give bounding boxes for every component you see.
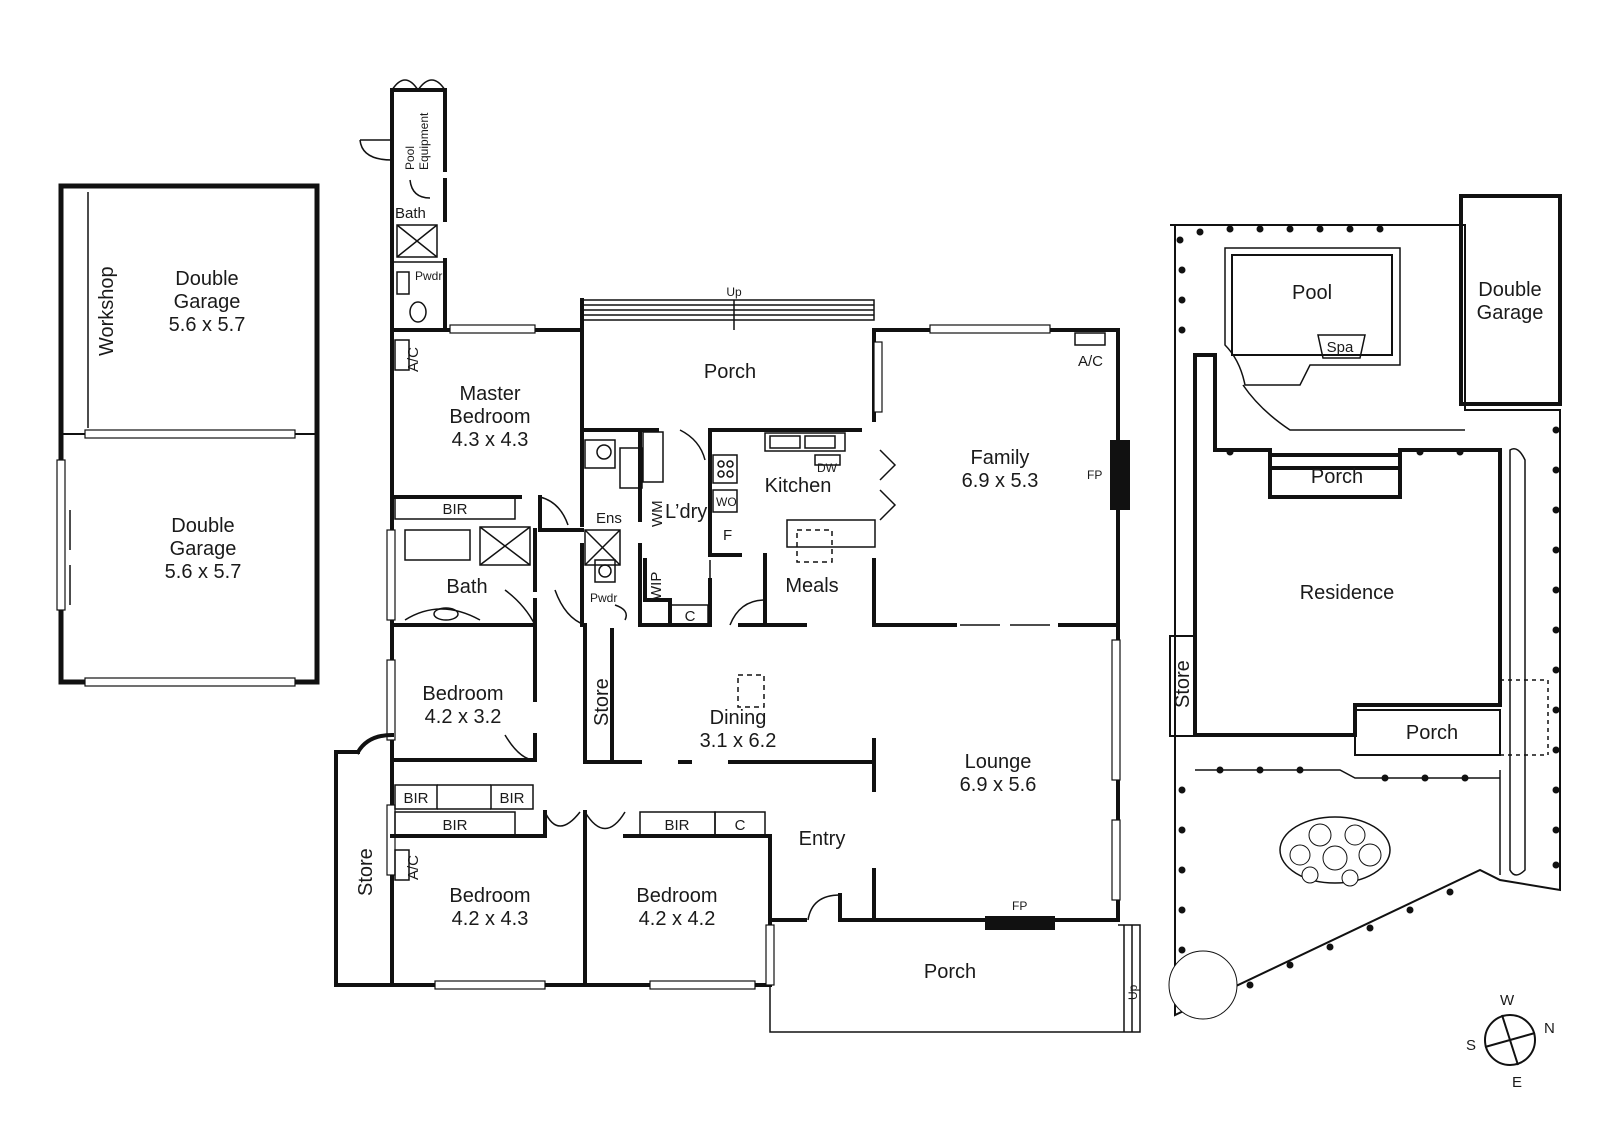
compass-w: W xyxy=(1500,992,1515,1009)
bedroom-ac-label: A/C xyxy=(405,855,422,880)
site-perimeter-dots xyxy=(1176,225,1560,989)
small-pwdr-label: Pwdr xyxy=(415,269,442,283)
residence-label: Residence xyxy=(1300,582,1395,604)
spa-label: Spa xyxy=(1327,339,1354,356)
lounge-dims: 6.9 x 5.6 xyxy=(960,774,1037,796)
store-left-label: Store xyxy=(355,848,377,896)
compass-n: N xyxy=(1544,1020,1555,1037)
bedroom3-dims: 4.2 x 4.3 xyxy=(452,908,529,930)
bir-b-label: BIR xyxy=(499,790,524,807)
bedroom-c-label: C xyxy=(735,817,746,834)
double-garage-bottom-label-2: Garage xyxy=(170,538,237,560)
porch-top-up-label: Up xyxy=(726,285,742,299)
pwdr-label: Pwdr xyxy=(590,591,617,605)
fridge-label: F xyxy=(723,527,732,544)
master-ac-label: A/C xyxy=(405,347,422,372)
store-mid-label: Store xyxy=(591,678,613,726)
garage-block: Workshop Double Garage 5.6 x 5.7 Double … xyxy=(56,183,320,687)
house-plan: Pool Equipment Bath Pwdr Up Porch A/C Ma… xyxy=(334,79,1141,1033)
lounge-label: Lounge xyxy=(965,751,1032,773)
family-fp-label: FP xyxy=(1087,468,1102,482)
site-plan: Double Garage Pool Spa Porch Residence S… xyxy=(1168,194,1562,1091)
meals-label: Meals xyxy=(785,575,838,597)
master-bedroom-dims: 4.3 x 4.3 xyxy=(452,429,529,451)
bedroom2-dims: 4.2 x 3.2 xyxy=(425,706,502,728)
pool-label: Pool xyxy=(1292,282,1332,304)
wip-label: WIP xyxy=(648,572,665,600)
site-garage-label-2: Garage xyxy=(1477,302,1544,324)
compass-icon: W S N E xyxy=(1466,992,1555,1091)
double-garage-bottom-label-1: Double xyxy=(171,515,234,537)
site-porch-top-label: Porch xyxy=(1311,466,1363,488)
wm-label: WM xyxy=(649,500,666,527)
dw-label: DW xyxy=(817,461,838,475)
pool-equipment-label-2: Equipment xyxy=(417,112,431,170)
family-dims: 6.9 x 5.3 xyxy=(962,470,1039,492)
shrub-cluster xyxy=(1289,823,1382,887)
site-garage-label-1: Double xyxy=(1478,279,1541,301)
porch-bottom-label: Porch xyxy=(924,961,976,983)
small-bath-label: Bath xyxy=(395,205,426,222)
kitchen-label: Kitchen xyxy=(765,475,832,497)
site-store-label: Store xyxy=(1172,660,1194,708)
double-garage-top-label-1: Double xyxy=(175,268,238,290)
wo-label: WO xyxy=(716,495,737,509)
site-porch-bottom-label: Porch xyxy=(1406,722,1458,744)
ens-label: Ens xyxy=(596,510,622,527)
compass-e: E xyxy=(1512,1074,1522,1091)
master-bedroom-label-1: Master xyxy=(459,383,520,405)
porch-bottom-up-label: Up xyxy=(1126,984,1140,1000)
lounge-fp-label: FP xyxy=(1012,899,1027,913)
double-garage-top-dims: 5.6 x 5.7 xyxy=(169,314,246,336)
dining-label: Dining xyxy=(710,707,767,729)
bedroom4-label: Bedroom xyxy=(636,885,717,907)
family-label: Family xyxy=(971,447,1030,469)
double-garage-bottom-dims: 5.6 x 5.7 xyxy=(165,561,242,583)
family-ac-label: A/C xyxy=(1078,353,1103,370)
bath-label: Bath xyxy=(446,576,487,598)
entry-label: Entry xyxy=(799,828,846,850)
bedroom2-label: Bedroom xyxy=(422,683,503,705)
master-bir-label: BIR xyxy=(442,501,467,518)
laundry-c-label: C xyxy=(685,608,696,625)
compass-s: S xyxy=(1466,1037,1476,1054)
laundry-label: L’dry xyxy=(665,501,707,523)
workshop-label: Workshop xyxy=(96,266,118,356)
bir-d-label: BIR xyxy=(664,817,689,834)
porch-top-label: Porch xyxy=(704,361,756,383)
bedroom3-label: Bedroom xyxy=(449,885,530,907)
bir-c-label: BIR xyxy=(442,817,467,834)
pool-equipment-label-1: Pool xyxy=(403,146,417,170)
double-garage-top-label-2: Garage xyxy=(174,291,241,313)
dining-dims: 3.1 x 6.2 xyxy=(700,730,777,752)
master-bedroom-label-2: Bedroom xyxy=(449,406,530,428)
bir-a-label: BIR xyxy=(403,790,428,807)
bedroom4-dims: 4.2 x 4.2 xyxy=(639,908,716,930)
